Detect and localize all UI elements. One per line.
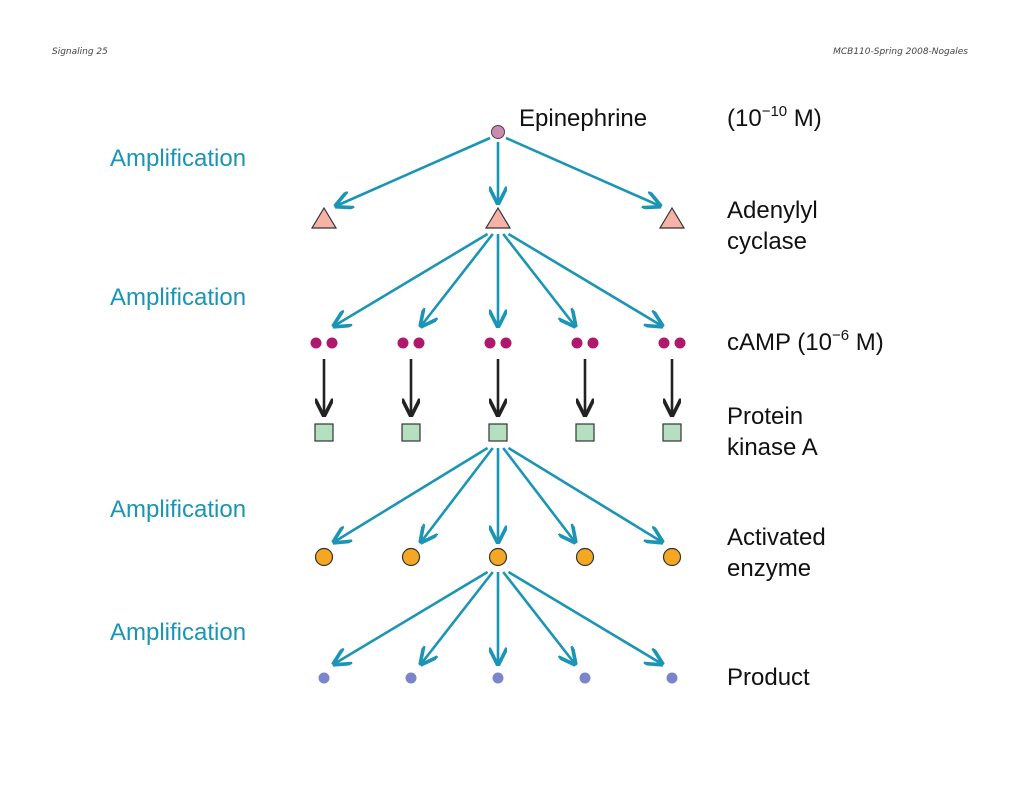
epinephrine-conc-suffix: M)	[787, 105, 822, 132]
camp-molecule	[484, 337, 496, 349]
camp-molecule	[587, 337, 599, 349]
arrow-enzyme-to-product	[421, 571, 494, 664]
arrow-enzyme-to-product	[502, 571, 575, 664]
arrow-ac-to-camp	[502, 233, 575, 326]
epinephrine-conc-exp: −10	[761, 103, 788, 120]
camp-molecule	[500, 337, 512, 349]
epinephrine-conc-prefix: (10	[727, 105, 762, 132]
protein-kinase-a-node	[662, 423, 682, 442]
product-molecule	[405, 672, 417, 684]
camp-molecule	[310, 337, 322, 349]
nodes-layer	[310, 125, 686, 684]
protein-kinase-a-node	[401, 423, 421, 442]
adenylyl-cyclase-line1: Adenylyl	[727, 197, 818, 224]
camp-prefix: cAMP (10	[727, 329, 832, 356]
camp-molecule	[413, 337, 425, 349]
camp-molecule	[658, 337, 670, 349]
arrow-ac-to-camp	[334, 232, 489, 326]
camp-suffix: M)	[849, 329, 884, 356]
amplification-label-2: Amplification	[110, 284, 247, 311]
arrow-pka-to-enzyme	[502, 447, 575, 542]
camp-label: cAMP (10−6 M)	[727, 327, 884, 358]
arrow-pka-to-enzyme	[334, 446, 489, 542]
epinephrine-node	[491, 125, 505, 139]
camp-molecule	[674, 337, 686, 349]
product-molecule	[579, 672, 591, 684]
slide-header-right: MCB110-Spring 2008-Nogales	[833, 47, 968, 57]
epinephrine-name: Epinephrine	[519, 105, 648, 132]
epinephrine-label: Epinephrine	[519, 103, 647, 134]
slide-header-left: Signaling 25	[52, 47, 108, 57]
product-name: Product	[727, 664, 810, 691]
arrow-pka-to-enzyme	[421, 447, 494, 542]
adenylyl-cyclase-line2: cyclase	[727, 228, 808, 255]
camp-molecule	[397, 337, 409, 349]
camp-molecule	[326, 337, 338, 349]
arrow-enzyme-to-product	[334, 570, 489, 664]
activated-enzyme-node	[314, 547, 334, 567]
activated-enzyme-node	[575, 547, 595, 567]
arrows-layer	[324, 136, 672, 664]
adenylyl-cyclase-label: Adenylyl cyclase	[727, 195, 818, 257]
adenylyl-cyclase-node	[658, 206, 686, 229]
activated-enzyme-node	[488, 547, 508, 567]
amplification-label-4: Amplification	[110, 619, 247, 646]
activated-enzyme-line2: enzyme	[727, 555, 812, 582]
protein-kinase-a-label: Protein kinase A	[727, 401, 818, 463]
pka-line2: kinase A	[727, 434, 818, 461]
protein-kinase-a-node	[488, 423, 508, 442]
arrow-enzyme-to-product	[507, 570, 662, 664]
protein-kinase-a-node	[314, 423, 334, 442]
amplification-label-3: Amplification	[110, 496, 247, 523]
activated-enzyme-line1: Activated	[727, 524, 826, 551]
arrow-epi-to-ac-1	[336, 136, 491, 206]
product-label: Product	[727, 662, 810, 693]
adenylyl-cyclase-node	[484, 206, 512, 229]
protein-kinase-a-node	[575, 423, 595, 442]
arrow-ac-to-camp	[507, 232, 662, 326]
epinephrine-concentration: (10−10 M)	[727, 103, 822, 134]
camp-molecule	[571, 337, 583, 349]
product-molecule	[318, 672, 330, 684]
camp-exp: −6	[831, 327, 850, 344]
arrow-epi-to-ac-3	[505, 136, 660, 206]
pka-line1: Protein	[727, 403, 804, 430]
activated-enzyme-node	[401, 547, 421, 567]
adenylyl-cyclase-node	[310, 206, 338, 229]
product-molecule	[666, 672, 678, 684]
activated-enzyme-node	[662, 547, 682, 567]
product-molecule	[492, 672, 504, 684]
arrow-ac-to-camp	[421, 233, 494, 326]
amplification-label-1: Amplification	[110, 145, 247, 172]
arrow-pka-to-enzyme	[507, 446, 662, 542]
activated-enzyme-label: Activated enzyme	[727, 522, 826, 584]
